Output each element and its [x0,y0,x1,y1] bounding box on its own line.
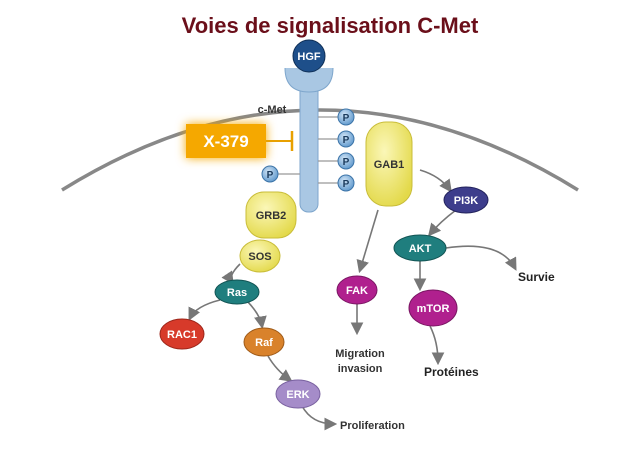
sos-node [239,239,281,273]
arrow-gab1-fak [356,209,379,274]
ras-label: Ras [227,287,247,299]
grb2-label: GRB2 [256,210,287,222]
inhibitor-box [186,124,266,158]
fak-label: FAK [346,285,368,297]
invasion-label: invasion [338,363,383,375]
svg-text:P: P [267,170,274,181]
migration-label: Migration [335,348,385,360]
grb2-node [245,191,297,239]
svg-text:P: P [343,157,350,168]
gab1-node [365,121,413,207]
arrow-ras-raf [245,299,267,330]
svg-text:P: P [343,179,350,190]
c-met-receptor [299,71,319,213]
mtor-label: mTOR [417,303,450,315]
arrow-gab1-pi3k [419,169,452,193]
svg-text:P: P [343,113,350,124]
cell-membrane [61,108,579,192]
proteines-label: Protéines [424,365,479,379]
fak-node [336,275,378,305]
erk-label: ERK [286,389,309,401]
proliferation-label: Proliferation [340,420,405,432]
akt-node [393,234,447,262]
arrow-sos-ras [221,263,241,285]
phosphate-3 [337,152,355,170]
pi3k-label: PI3K [454,195,479,207]
svg-text:P: P [343,135,350,146]
page-title: Voies de signalisation C-Met [182,13,479,38]
raf-label: Raf [255,337,273,349]
rac1-label: RAC1 [167,329,197,341]
arrow-mtor-proteines [429,325,445,366]
gab1-label: GAB1 [374,159,405,171]
arrow-akt-survie [445,245,517,271]
phosphate-1 [337,108,355,126]
pathway-arrows [188,169,517,431]
sos-label: SOS [248,251,271,263]
inhibitor-group: X-379 [186,124,294,158]
hgf-ligand [292,39,326,73]
phosphate-2 [337,130,355,148]
survie-label: Survie [518,270,555,284]
rac1-node [159,318,205,350]
ras-node [214,279,260,305]
c-met-label: c-Met [258,104,287,116]
phospho-group-right: P P P P [318,108,355,192]
arrow-pi3k-akt [427,209,457,237]
erk-node [275,379,321,409]
phosphate-left [261,165,279,183]
arrow-ras-rac1 [188,299,221,321]
arrow-raf-erk [267,355,293,382]
akt-label: AKT [409,243,432,255]
phosphate-4 [337,174,355,192]
raf-node [243,327,285,357]
pi3k-node [443,186,489,214]
hgf-label: HGF [297,51,321,63]
inhibitor-label: X-379 [203,132,248,151]
mtor-node [408,289,458,327]
arrow-erk-proliferation [301,405,338,431]
receptor-cup [284,67,334,93]
